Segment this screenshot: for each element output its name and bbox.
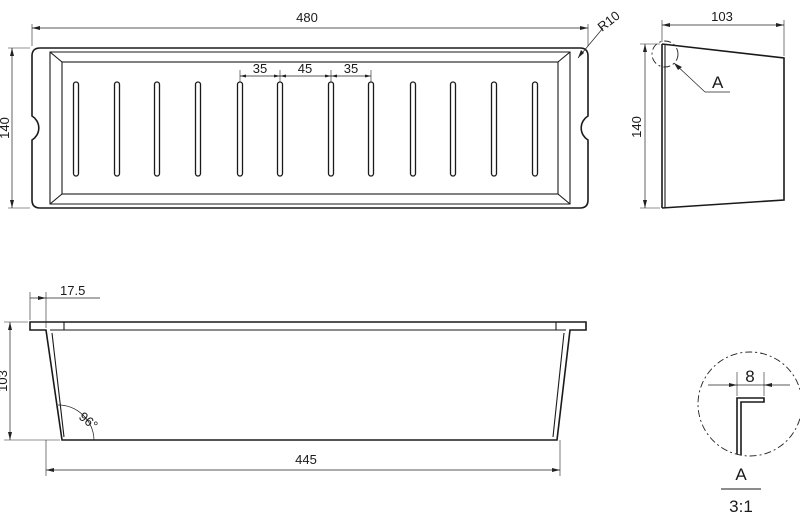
side-height-label: 140 (629, 116, 644, 138)
side-width-label: 103 (711, 9, 733, 24)
front-height-label: 103 (0, 370, 10, 392)
arrow-head (46, 468, 54, 472)
drainage-slot (113, 81, 121, 177)
arrow-head (325, 74, 331, 78)
dimension-length-label: 480 (296, 10, 318, 25)
radius-label: R10 (595, 8, 623, 35)
rim-corner-line (49, 51, 63, 63)
arrow-head (10, 48, 14, 56)
arrow-head (552, 468, 560, 472)
arrow-head (280, 74, 286, 78)
arrow-head (32, 26, 40, 30)
top-view: 480 140 R10 35 45 35 (0, 8, 623, 209)
arrow-head (578, 50, 584, 58)
arrow-head (331, 74, 337, 78)
arrow-head (10, 200, 14, 208)
arrow-head (674, 63, 682, 70)
dimension-width-label: 140 (0, 117, 12, 139)
angle-arc (57, 404, 95, 441)
rim-corner-line (557, 51, 571, 63)
arrow-head (38, 296, 46, 300)
detail-circle (697, 351, 800, 457)
drainage-slot (153, 81, 161, 177)
tray-floor (61, 61, 559, 195)
rim-corner-line (49, 193, 63, 205)
drainage-slots (72, 81, 539, 177)
arrow-head (580, 26, 588, 30)
detail-marker-label: A (712, 73, 724, 92)
arrow-head (274, 74, 280, 78)
detail-dimension-label: 8 (745, 367, 754, 386)
front-inner-lip (63, 322, 557, 331)
front-wall-inner (51, 332, 65, 438)
detail-title-label: A (735, 465, 747, 484)
drainage-slot (327, 81, 335, 177)
drainage-slot (449, 81, 457, 177)
drainage-slot (409, 81, 417, 177)
side-view: 103 140 A (629, 9, 785, 209)
front-profile (29, 321, 587, 441)
arrow-head (729, 383, 737, 387)
slot-pitch-mid-label: 45 (298, 61, 312, 76)
arrow-head (8, 322, 12, 330)
detail-scale-label: 3:1 (729, 497, 753, 516)
arrow-head (776, 23, 784, 27)
drainage-slot (72, 81, 80, 177)
detail-view-a: 8 A 3:1 (697, 351, 800, 516)
front-wall-inner (552, 332, 565, 438)
arrow-head (764, 383, 772, 387)
rim-corner-line (557, 193, 571, 205)
arrow-head (8, 432, 12, 440)
slot-pitch-right-label: 35 (344, 61, 358, 76)
bottom-length-label: 445 (295, 452, 317, 467)
side-profile (661, 43, 785, 209)
detail-profile (736, 397, 765, 456)
arrow-head (643, 44, 647, 52)
tray-outline (31, 47, 589, 209)
drainage-slot (236, 81, 244, 177)
arrow-head (240, 74, 246, 78)
flange-label: 17.5 (60, 283, 85, 298)
slot-pitch-left-label: 35 (253, 61, 267, 76)
detail-marker-circle (651, 40, 679, 68)
arrow-head (662, 23, 670, 27)
drainage-slot (490, 81, 498, 177)
arrow-head (643, 200, 647, 208)
drainage-slot (276, 81, 284, 177)
drainage-slot (367, 81, 375, 177)
drainage-slot (531, 81, 539, 177)
front-view: 17.5 103 96° 445 (0, 283, 587, 476)
arrow-head (365, 74, 371, 78)
drainage-slot (194, 81, 202, 177)
